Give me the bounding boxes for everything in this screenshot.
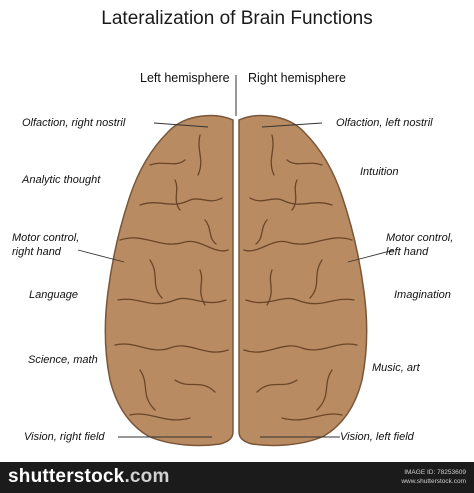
label-intuition: Intuition bbox=[360, 166, 399, 178]
left-sulci bbox=[114, 134, 229, 421]
left-hemisphere bbox=[104, 114, 234, 447]
right-hemisphere bbox=[238, 114, 368, 447]
label-imagination: Imagination bbox=[394, 289, 451, 301]
leader-motor-right-hand bbox=[77, 249, 125, 263]
label-music-art: Music, art bbox=[372, 362, 420, 374]
left-hemisphere-label: Left hemisphere bbox=[140, 71, 230, 85]
diagram-title: Lateralization of Brain Functions bbox=[101, 8, 373, 29]
brain-diagram bbox=[77, 75, 395, 447]
label-left-hand: left hand bbox=[386, 246, 429, 258]
leader-olfaction-right-nostril bbox=[153, 122, 209, 128]
label-science-math: Science, math bbox=[28, 354, 98, 366]
label-vision-left-field: Vision, left field bbox=[340, 431, 414, 443]
label-motor-control-left: Motor control, bbox=[12, 232, 80, 244]
label-analytic-thought: Analytic thought bbox=[22, 174, 101, 186]
watermark-footer: shutterstock.com IMAGE ID: 78253609 www.… bbox=[0, 462, 474, 493]
leader-olfaction-left-nostril bbox=[261, 122, 323, 128]
leader-motor-left-hand bbox=[347, 249, 395, 263]
label-language: Language bbox=[29, 289, 78, 301]
brand-name: shutterstock bbox=[8, 466, 125, 487]
leader-lines bbox=[77, 122, 395, 438]
label-right-hand: right hand bbox=[12, 246, 61, 258]
site-url: www.shutterstock.com bbox=[401, 478, 466, 485]
right-sulci bbox=[243, 134, 358, 421]
label-motor-control-right: Motor control, bbox=[386, 232, 454, 244]
right-hemisphere-label: Right hemisphere bbox=[248, 71, 346, 85]
image-id: IMAGE ID: 78253609 bbox=[404, 469, 466, 476]
brand-suffix: .com bbox=[124, 466, 170, 487]
image-meta: IMAGE ID: 78253609 www.shutterstock.com bbox=[401, 468, 466, 486]
shutterstock-logo: shutterstock.com bbox=[8, 466, 170, 488]
label-olfaction-left-nostril: Olfaction, left nostril bbox=[336, 117, 433, 129]
label-olfaction-right-nostril: Olfaction, right nostril bbox=[22, 117, 126, 129]
label-vision-right-field: Vision, right field bbox=[24, 431, 105, 443]
